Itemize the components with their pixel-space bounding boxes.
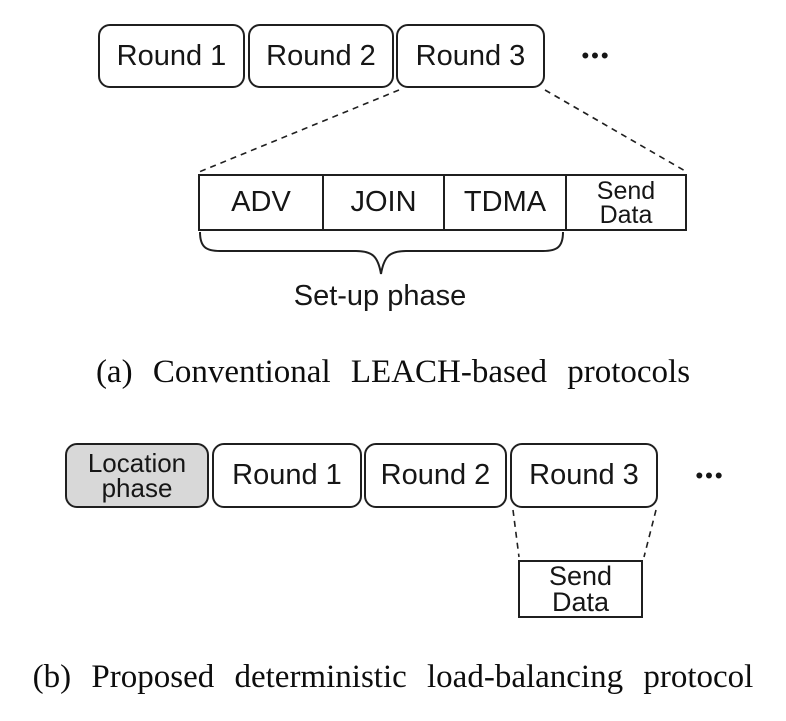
round-2-box-a: Round 2: [248, 24, 394, 88]
join-label: JOIN: [350, 186, 417, 218]
send-data-line2-b: Data: [551, 587, 610, 617]
adv-label: ADV: [231, 186, 291, 218]
tdma-slot: TDMA: [445, 176, 567, 229]
send-data-line2-a: Data: [599, 200, 653, 229]
send-data-box-b: Send Data: [518, 560, 643, 618]
dashed-line-b-right: [643, 509, 657, 558]
tdma-label: TDMA: [463, 186, 547, 218]
round-2-label-b: Round 2: [380, 459, 491, 491]
round-3-box-a: Round 3: [396, 24, 545, 88]
caption-a: (a) Conventional LEACH-based protocols: [95, 354, 691, 390]
adv-slot: ADV: [200, 176, 324, 229]
round-1-box-a: Round 1: [98, 24, 245, 88]
dashed-line-b-left: [512, 509, 520, 558]
dashed-line-a-right: [544, 89, 688, 173]
location-phase-box: Location phase: [65, 443, 209, 508]
round-3-box-b: Round 3: [510, 443, 658, 508]
round-1-label-b: Round 1: [232, 459, 342, 491]
round-1-box-b: Round 1: [212, 443, 362, 508]
ellipsis-a: •••: [581, 43, 611, 68]
round-3-label-a: Round 3: [415, 39, 526, 72]
dashed-line-a-left: [198, 89, 400, 173]
round-2-box-b: Round 2: [364, 443, 507, 508]
join-slot: JOIN: [324, 176, 445, 229]
ellipsis-b: •••: [695, 462, 725, 488]
round-1-label-a: Round 1: [116, 39, 227, 72]
round-2-label-a: Round 2: [266, 39, 376, 72]
setup-phase-label: Set-up phase: [293, 280, 467, 312]
location-phase-line1: Location: [87, 447, 187, 478]
setup-phase-brace: [199, 231, 564, 275]
send-data-line1-b: Send: [548, 561, 613, 591]
send-data-slot-a: Send Data: [567, 176, 685, 229]
location-phase-line2: phase: [101, 472, 173, 503]
caption-b: (b) Proposed deterministic load-balancin…: [32, 659, 754, 695]
round-detail-row-a: ADV JOIN TDMA Send Data: [198, 174, 687, 231]
round-3-label-b: Round 3: [529, 459, 639, 491]
send-data-line1-a: Send: [596, 176, 656, 205]
